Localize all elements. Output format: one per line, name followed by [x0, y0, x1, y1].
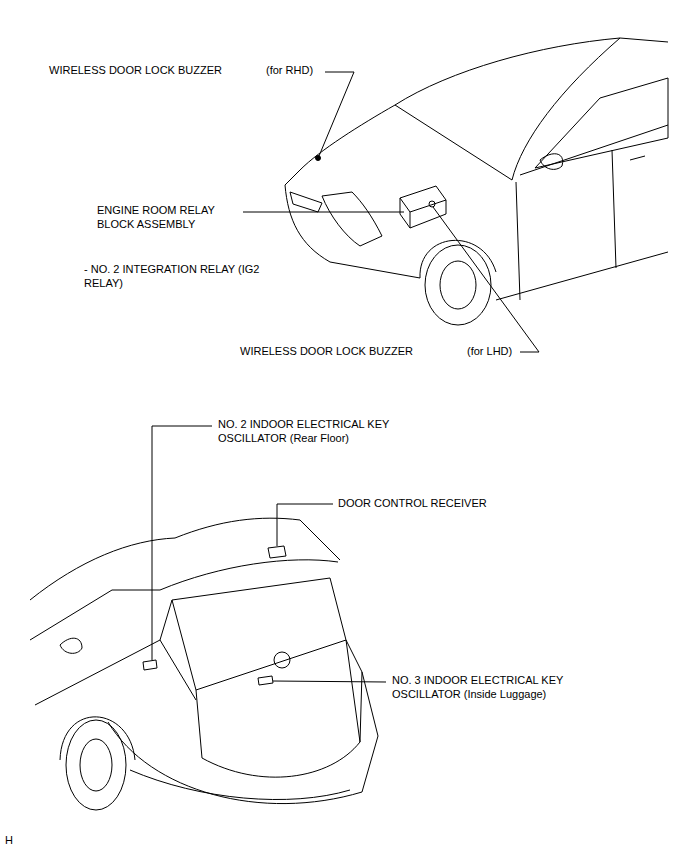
front-car — [285, 38, 668, 325]
part-label: WIRELESS DOOR LOCK BUZZER — [49, 63, 222, 77]
leader-lines — [152, 426, 386, 682]
part-label: (for RHD) — [266, 63, 313, 77]
part-label: (for LHD) — [467, 344, 512, 358]
part-label: - NO. 2 INTEGRATION RELAY (IG2 RELAY) — [84, 262, 264, 290]
part-label: WIRELESS DOOR LOCK BUZZER — [240, 344, 413, 358]
part-label: NO. 2 INDOOR ELECTRICAL KEY OSCILLATOR (… — [218, 417, 418, 445]
part-label: ENGINE ROOM RELAY BLOCK ASSEMBLY — [97, 203, 237, 231]
part-label: NO. 3 INDOOR ELECTRICAL KEY OSCILLATOR (… — [392, 673, 592, 701]
leader-lines — [243, 72, 539, 352]
part-label: H — [5, 833, 13, 847]
part-label: DOOR CONTROL RECEIVER — [338, 496, 487, 510]
rear-car — [30, 518, 378, 810]
